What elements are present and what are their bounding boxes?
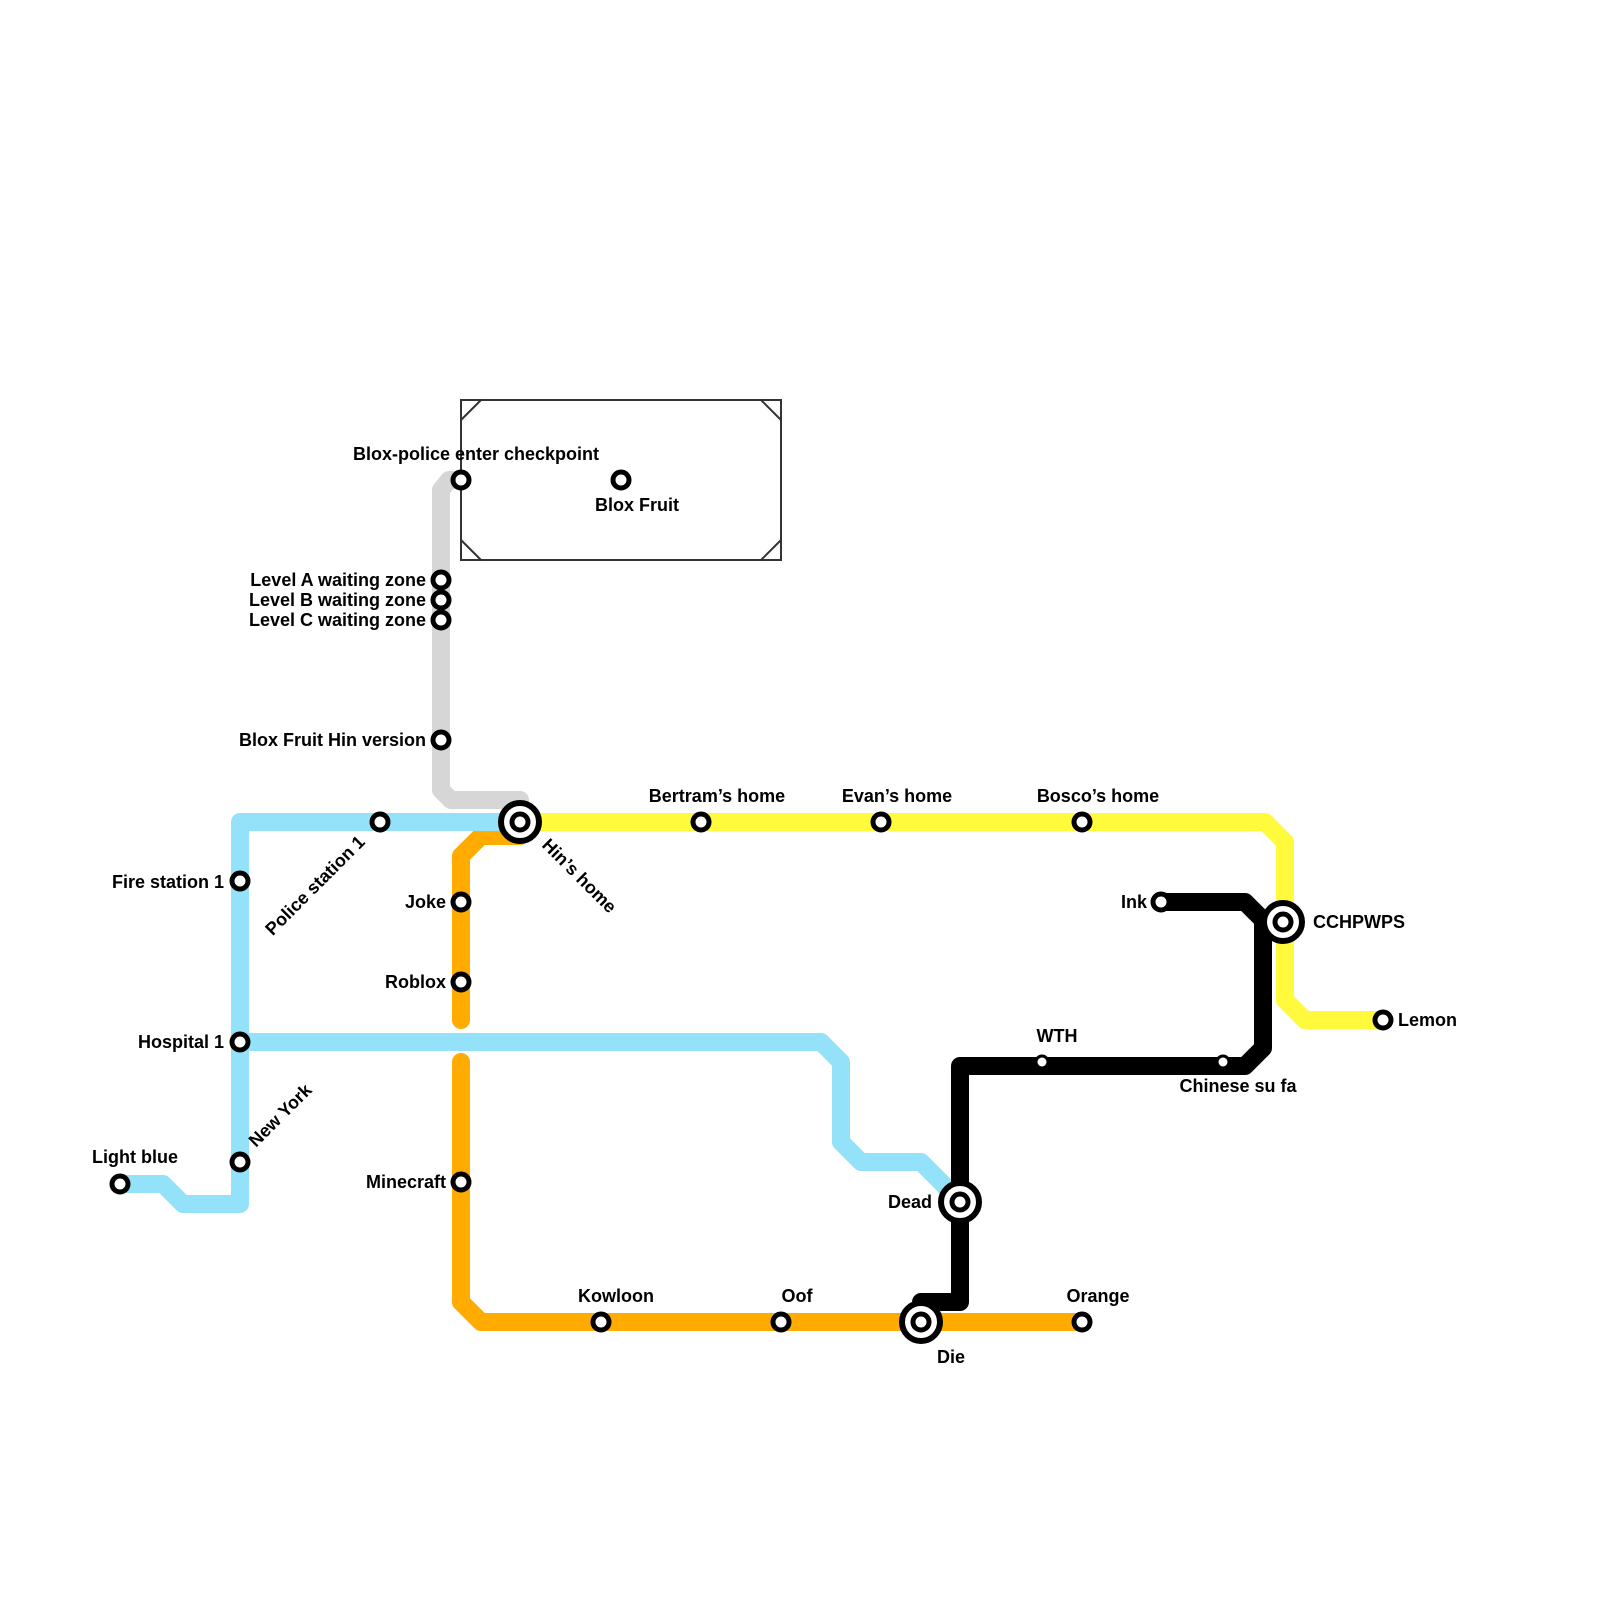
interchange-dead[interactable] — [938, 1180, 982, 1224]
station-blox-fruit[interactable] — [610, 469, 632, 491]
station-ink[interactable] — [1150, 891, 1172, 913]
station-wth[interactable] — [1034, 1054, 1050, 1070]
station-oof[interactable] — [770, 1311, 792, 1333]
label-boscos-home: Bosco’s home — [1037, 786, 1159, 806]
label-hospital-1: Hospital 1 — [138, 1032, 224, 1052]
interchange-hins-home[interactable] — [498, 800, 542, 844]
station-hospital-1[interactable] — [229, 1031, 251, 1053]
label-evans-home: Evan’s home — [842, 786, 952, 806]
station-joke[interactable] — [450, 891, 472, 913]
station-fire-station-1[interactable] — [229, 870, 251, 892]
station-light-blue[interactable] — [109, 1173, 131, 1195]
label-light-blue: Light blue — [92, 1147, 178, 1167]
black-line — [912, 893, 1272, 1331]
station-bertrams-home[interactable] — [690, 811, 712, 833]
label-orange: Orange — [1066, 1286, 1129, 1306]
station-police-station-1[interactable] — [369, 811, 391, 833]
label-minecraft: Minecraft — [366, 1172, 446, 1192]
label-oof: Oof — [782, 1286, 814, 1306]
stations — [109, 469, 1394, 1344]
label-joke: Joke — [405, 892, 446, 912]
label-dead: Dead — [888, 1192, 932, 1212]
station-boscos-home[interactable] — [1071, 811, 1093, 833]
station-chinese-su-fa[interactable] — [1215, 1054, 1231, 1070]
label-level-b-waiting-zone: Level B waiting zone — [249, 590, 426, 610]
label-die: Die — [937, 1347, 965, 1367]
label-blox-fruit: Blox Fruit — [595, 495, 679, 515]
station-kowloon[interactable] — [590, 1311, 612, 1333]
label-fire-station-1: Fire station 1 — [112, 872, 224, 892]
station-level-c-waiting-zone[interactable] — [430, 609, 452, 631]
station-evans-home[interactable] — [870, 811, 892, 833]
zone-box-corner-tr — [760, 399, 782, 421]
label-new-york: New York — [245, 1079, 317, 1151]
label-ink: Ink — [1121, 892, 1148, 912]
label-kowloon: Kowloon — [578, 1286, 654, 1306]
zone-box-corner-bl — [460, 539, 482, 561]
station-roblox[interactable] — [450, 971, 472, 993]
label-hins-home: Hin’s home — [538, 835, 620, 917]
label-chinese-su-fa: Chinese su fa — [1179, 1076, 1297, 1096]
label-blox-police-enter-checkpoint: Blox-police enter checkpoint — [353, 444, 599, 464]
interchange-cchpwps[interactable] — [1261, 900, 1305, 944]
label-bertrams-home: Bertram’s home — [649, 786, 785, 806]
station-orange[interactable] — [1071, 1311, 1093, 1333]
station-blox-police-enter-checkpoint[interactable] — [450, 469, 472, 491]
grey-line — [432, 471, 529, 831]
label-wth: WTH — [1037, 1026, 1078, 1046]
station-minecraft[interactable] — [450, 1171, 472, 1193]
label-roblox: Roblox — [385, 972, 446, 992]
label-level-a-waiting-zone: Level A waiting zone — [250, 570, 426, 590]
zone-box-corner-br — [760, 539, 782, 561]
light-blue-line — [111, 813, 529, 1213]
light-blue-branch — [231, 1033, 969, 1211]
orange-line — [452, 827, 529, 1029]
station-level-a-waiting-zone[interactable] — [430, 569, 452, 591]
label-lemon: Lemon — [1398, 1010, 1457, 1030]
station-new-york[interactable] — [229, 1151, 251, 1173]
zone-box-corner-tl — [460, 399, 482, 421]
label-police-station-1: Police station 1 — [261, 832, 369, 940]
orange-line-lower — [452, 1053, 1091, 1331]
station-level-b-waiting-zone[interactable] — [430, 589, 452, 611]
label-blox-fruit-hin-version: Blox Fruit Hin version — [239, 730, 426, 750]
label-cchpwps: CCHPWPS — [1313, 912, 1405, 932]
label-level-c-waiting-zone: Level C waiting zone — [249, 610, 426, 630]
interchange-die[interactable] — [899, 1300, 943, 1344]
station-lemon[interactable] — [1372, 1009, 1394, 1031]
station-blox-fruit-hin-version[interactable] — [430, 729, 452, 751]
